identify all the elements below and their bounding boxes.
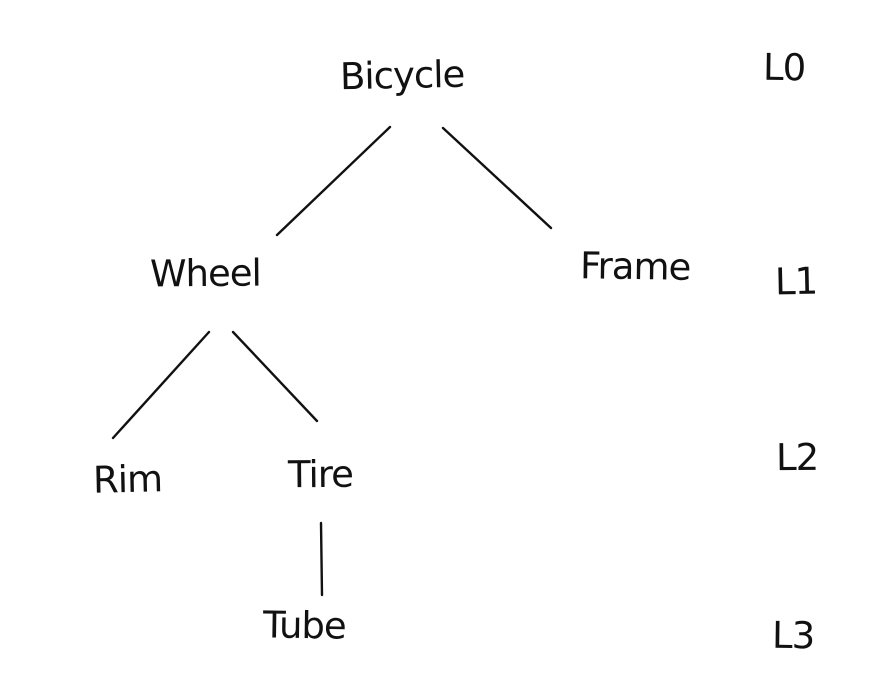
node-wheel: Wheel (149, 251, 262, 296)
node-rim: Rim (92, 457, 163, 502)
edge-tire-tube (319, 521, 324, 597)
level-label-l1: L1 (774, 259, 818, 304)
level-label-l0: L0 (762, 45, 806, 90)
node-tire: Tire (287, 452, 354, 497)
edge-bicycle-frame (441, 126, 553, 230)
edge-wheel-rim (111, 330, 211, 440)
edge-wheel-tire (231, 330, 319, 423)
edge-bicycle-wheel (275, 125, 392, 237)
node-tube: Tube (262, 603, 346, 648)
node-bicycle: Bicycle (339, 52, 465, 99)
node-frame: Frame (579, 244, 691, 289)
level-label-l2: L2 (775, 435, 819, 480)
level-label-l3: L3 (771, 613, 815, 658)
